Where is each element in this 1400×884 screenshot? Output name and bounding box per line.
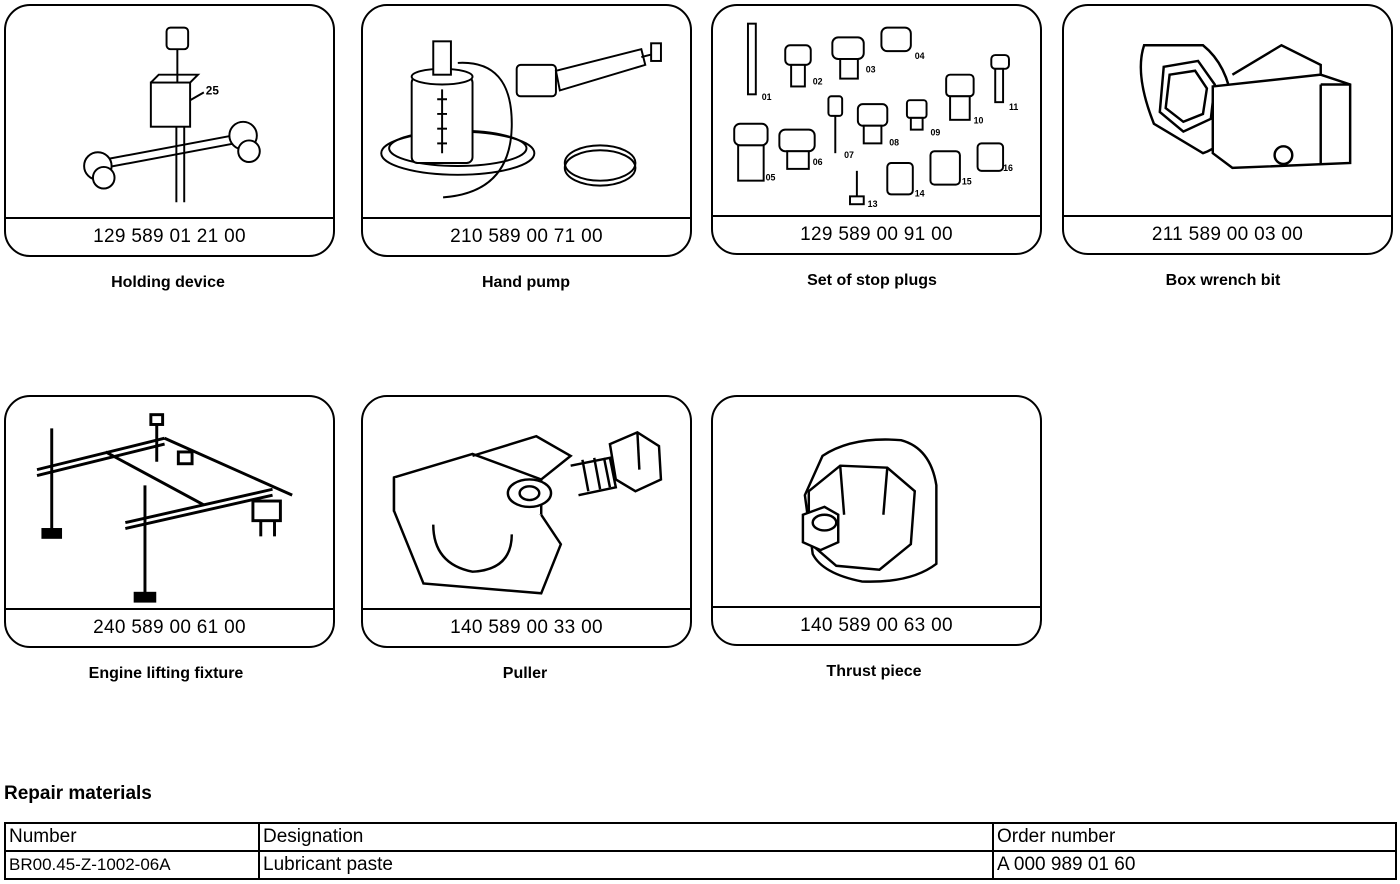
callout-label: 03 (866, 65, 876, 75)
callout-label: 10 (974, 116, 984, 126)
tool-caption: Thrust piece (826, 663, 922, 680)
table-cell: Lubricant paste (258, 850, 994, 880)
tool-caption: Hand pump (482, 274, 570, 291)
tool-caption: Set of stop plugs (807, 272, 937, 289)
callout-label: 08 (889, 137, 899, 147)
callout-label: 25 (206, 84, 220, 97)
tool-card-engine-lifting-fixture: 240 589 00 61 00 (4, 395, 335, 648)
callout-label: 01 (762, 92, 772, 102)
thrust-piece-icon (713, 397, 1040, 606)
box-wrench-bit-icon (1064, 6, 1391, 215)
tool-caption: Holding device (111, 274, 225, 291)
table-header-row: Number Designation Order number (4, 822, 1397, 852)
tool-part-number: 240 589 00 61 00 (6, 608, 333, 646)
tool-caption: Engine lifting fixture (88, 665, 244, 682)
tool-card-hand-pump: 210 589 00 71 00 (361, 4, 692, 257)
section-title: Repair materials (4, 783, 152, 804)
tool-card-stop-plugs: 01 02 03 04 05 06 07 08 09 10 11 13 14 1… (711, 4, 1042, 255)
tool-card-box-wrench-bit: 211 589 00 03 00 (1062, 4, 1393, 255)
column-header: Order number (992, 822, 1397, 852)
tool-part-number: 129 589 01 21 00 (6, 217, 333, 255)
column-header: Number (4, 822, 260, 852)
table-row: BR00.45-Z-1002-06A Lubricant paste A 000… (4, 850, 1397, 880)
column-header: Designation (258, 822, 994, 852)
puller-icon (363, 397, 690, 608)
holding-device-icon: 25 (6, 6, 333, 217)
callout-label: 14 (915, 188, 925, 198)
callout-label: 11 (1009, 102, 1018, 112)
tool-caption: Puller (502, 665, 548, 682)
tool-card-puller: 140 589 00 33 00 (361, 395, 692, 648)
callout-label: 05 (766, 173, 776, 183)
callout-label: 09 (930, 128, 940, 138)
table-cell: A 000 989 01 60 (992, 850, 1397, 880)
callout-label: 13 (868, 199, 878, 209)
tool-part-number: 140 589 00 63 00 (713, 606, 1040, 644)
callout-label: 02 (813, 76, 823, 86)
tool-card-thrust-piece: 140 589 00 63 00 (711, 395, 1042, 646)
table-cell: BR00.45-Z-1002-06A (4, 850, 260, 880)
repair-materials-table: Number Designation Order number BR00.45-… (4, 822, 1397, 880)
tool-part-number: 129 589 00 91 00 (713, 215, 1040, 253)
tool-part-number: 211 589 00 03 00 (1064, 215, 1391, 253)
callout-label: 16 (1003, 163, 1013, 173)
tool-caption: Box wrench bit (1165, 272, 1281, 289)
tool-part-number: 140 589 00 33 00 (363, 608, 690, 646)
hand-pump-icon (363, 6, 690, 217)
callout-label: 04 (915, 51, 925, 61)
tool-card-holding-device: 25 129 589 01 21 00 (4, 4, 335, 257)
engine-lifting-fixture-icon (6, 397, 333, 608)
stop-plugs-icon: 01 02 03 04 05 06 07 08 09 10 11 13 14 1… (713, 6, 1040, 215)
callout-label: 07 (844, 150, 854, 160)
callout-label: 15 (962, 177, 972, 187)
callout-label: 06 (813, 157, 823, 167)
tool-part-number: 210 589 00 71 00 (363, 217, 690, 255)
